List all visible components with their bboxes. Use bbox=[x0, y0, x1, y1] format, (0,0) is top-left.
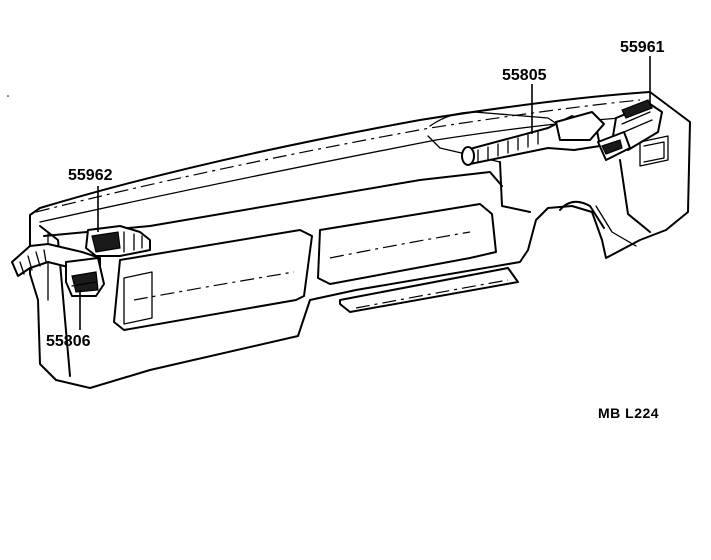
callout-55961: 55961 bbox=[620, 39, 665, 56]
register-55962 bbox=[85, 225, 151, 257]
speck-mark bbox=[7, 95, 9, 97]
callout-55805: 55805 bbox=[502, 67, 547, 84]
leader-lines bbox=[79, 56, 651, 330]
reference-code: MB L224 bbox=[598, 405, 659, 421]
register-55961 bbox=[597, 99, 663, 161]
duct-55805 bbox=[461, 111, 605, 166]
instrument-panel bbox=[29, 91, 691, 389]
duct-55806 bbox=[11, 243, 105, 297]
callout-55962: 55962 bbox=[68, 167, 113, 184]
callout-55806: 55806 bbox=[46, 333, 91, 350]
